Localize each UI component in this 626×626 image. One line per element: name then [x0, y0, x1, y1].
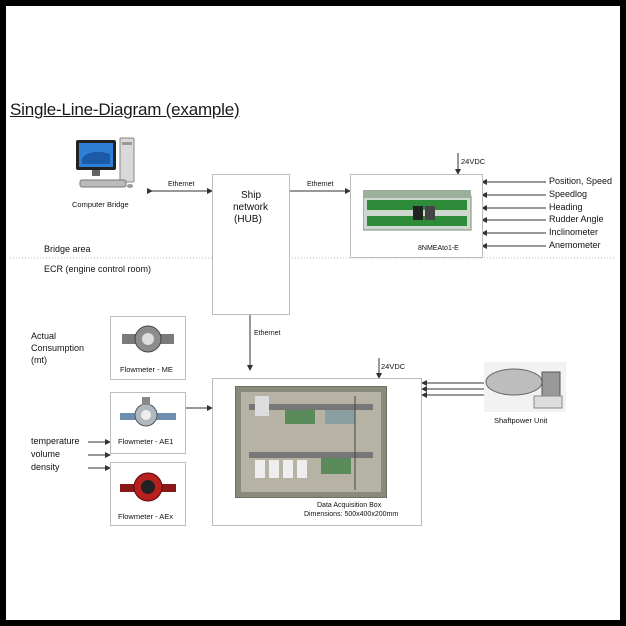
consumption-line-2: Consumption — [31, 343, 85, 353]
computer-bridge-node — [68, 134, 140, 200]
flowmeter-aex-icon — [120, 472, 176, 502]
ship-network-hub — [212, 174, 290, 315]
data-acquisition-cabinet-icon — [235, 386, 387, 498]
ethernet-label-down: Ethernet — [254, 330, 281, 337]
nmea-converter-device-icon — [363, 190, 472, 231]
ethernet-label-left: Ethernet — [168, 181, 195, 188]
flowmeter-ae1-label: Flowmeter - AE1 — [118, 437, 174, 446]
diagram-canvas: Single-Line-Diagram (example) — [6, 6, 620, 620]
nmea-input-position-speed: Position, Speed — [549, 176, 613, 186]
aux-input-temperature: temperature — [31, 436, 80, 446]
nmea-input-anemometer: Anemometer — [549, 240, 601, 250]
computer-bridge-label: Computer Bridge — [72, 200, 129, 209]
shaftpower-unit-label: Shaftpower Unit — [494, 416, 548, 425]
dab-caption-1: Data Acquisition Box — [317, 502, 382, 509]
hub-line-1: Ship — [241, 190, 262, 201]
diagram-title: Single-Line-Diagram (example) — [10, 100, 240, 119]
flowmeter-aex-label: Flowmeter - AEx — [118, 512, 174, 521]
ethernet-label-right: Ethernet — [307, 181, 334, 188]
consumption-line-1: Actual — [31, 331, 57, 341]
consumption-line-3: (mt) — [31, 355, 47, 365]
shaftpower-unit-icon — [484, 362, 566, 412]
nmea-input-heading: Heading — [549, 202, 583, 212]
dab-caption-2: Dimensions: 500x400x200mm — [304, 511, 399, 518]
nmea-input-rudder-angle: Rudder Angle — [549, 214, 604, 224]
ecr-area-label: ECR (engine control room) — [44, 264, 152, 274]
connector-lines — [10, 153, 616, 471]
nmea-device-label: 8NMEAto1-E — [418, 245, 459, 252]
nmea-input-speedlog: Speedlog — [549, 189, 588, 199]
flowmeter-ae1-icon — [120, 397, 176, 427]
hub-line-3: (HUB) — [234, 214, 262, 225]
nmea-input-inclinometer: Inclinometer — [549, 227, 599, 237]
flowmeter-me-label: Flowmeter - ME — [120, 365, 173, 374]
aux-input-density: density — [31, 462, 60, 472]
hub-line-2: network — [233, 202, 269, 213]
aux-input-volume: volume — [31, 449, 61, 459]
nmea-power-label: 24VDC — [461, 157, 486, 166]
bridge-area-label: Bridge area — [44, 244, 91, 254]
flowmeter-me-icon — [122, 325, 174, 353]
dab-power-label: 24VDC — [381, 362, 406, 371]
desktop-computer-icon — [76, 137, 135, 188]
